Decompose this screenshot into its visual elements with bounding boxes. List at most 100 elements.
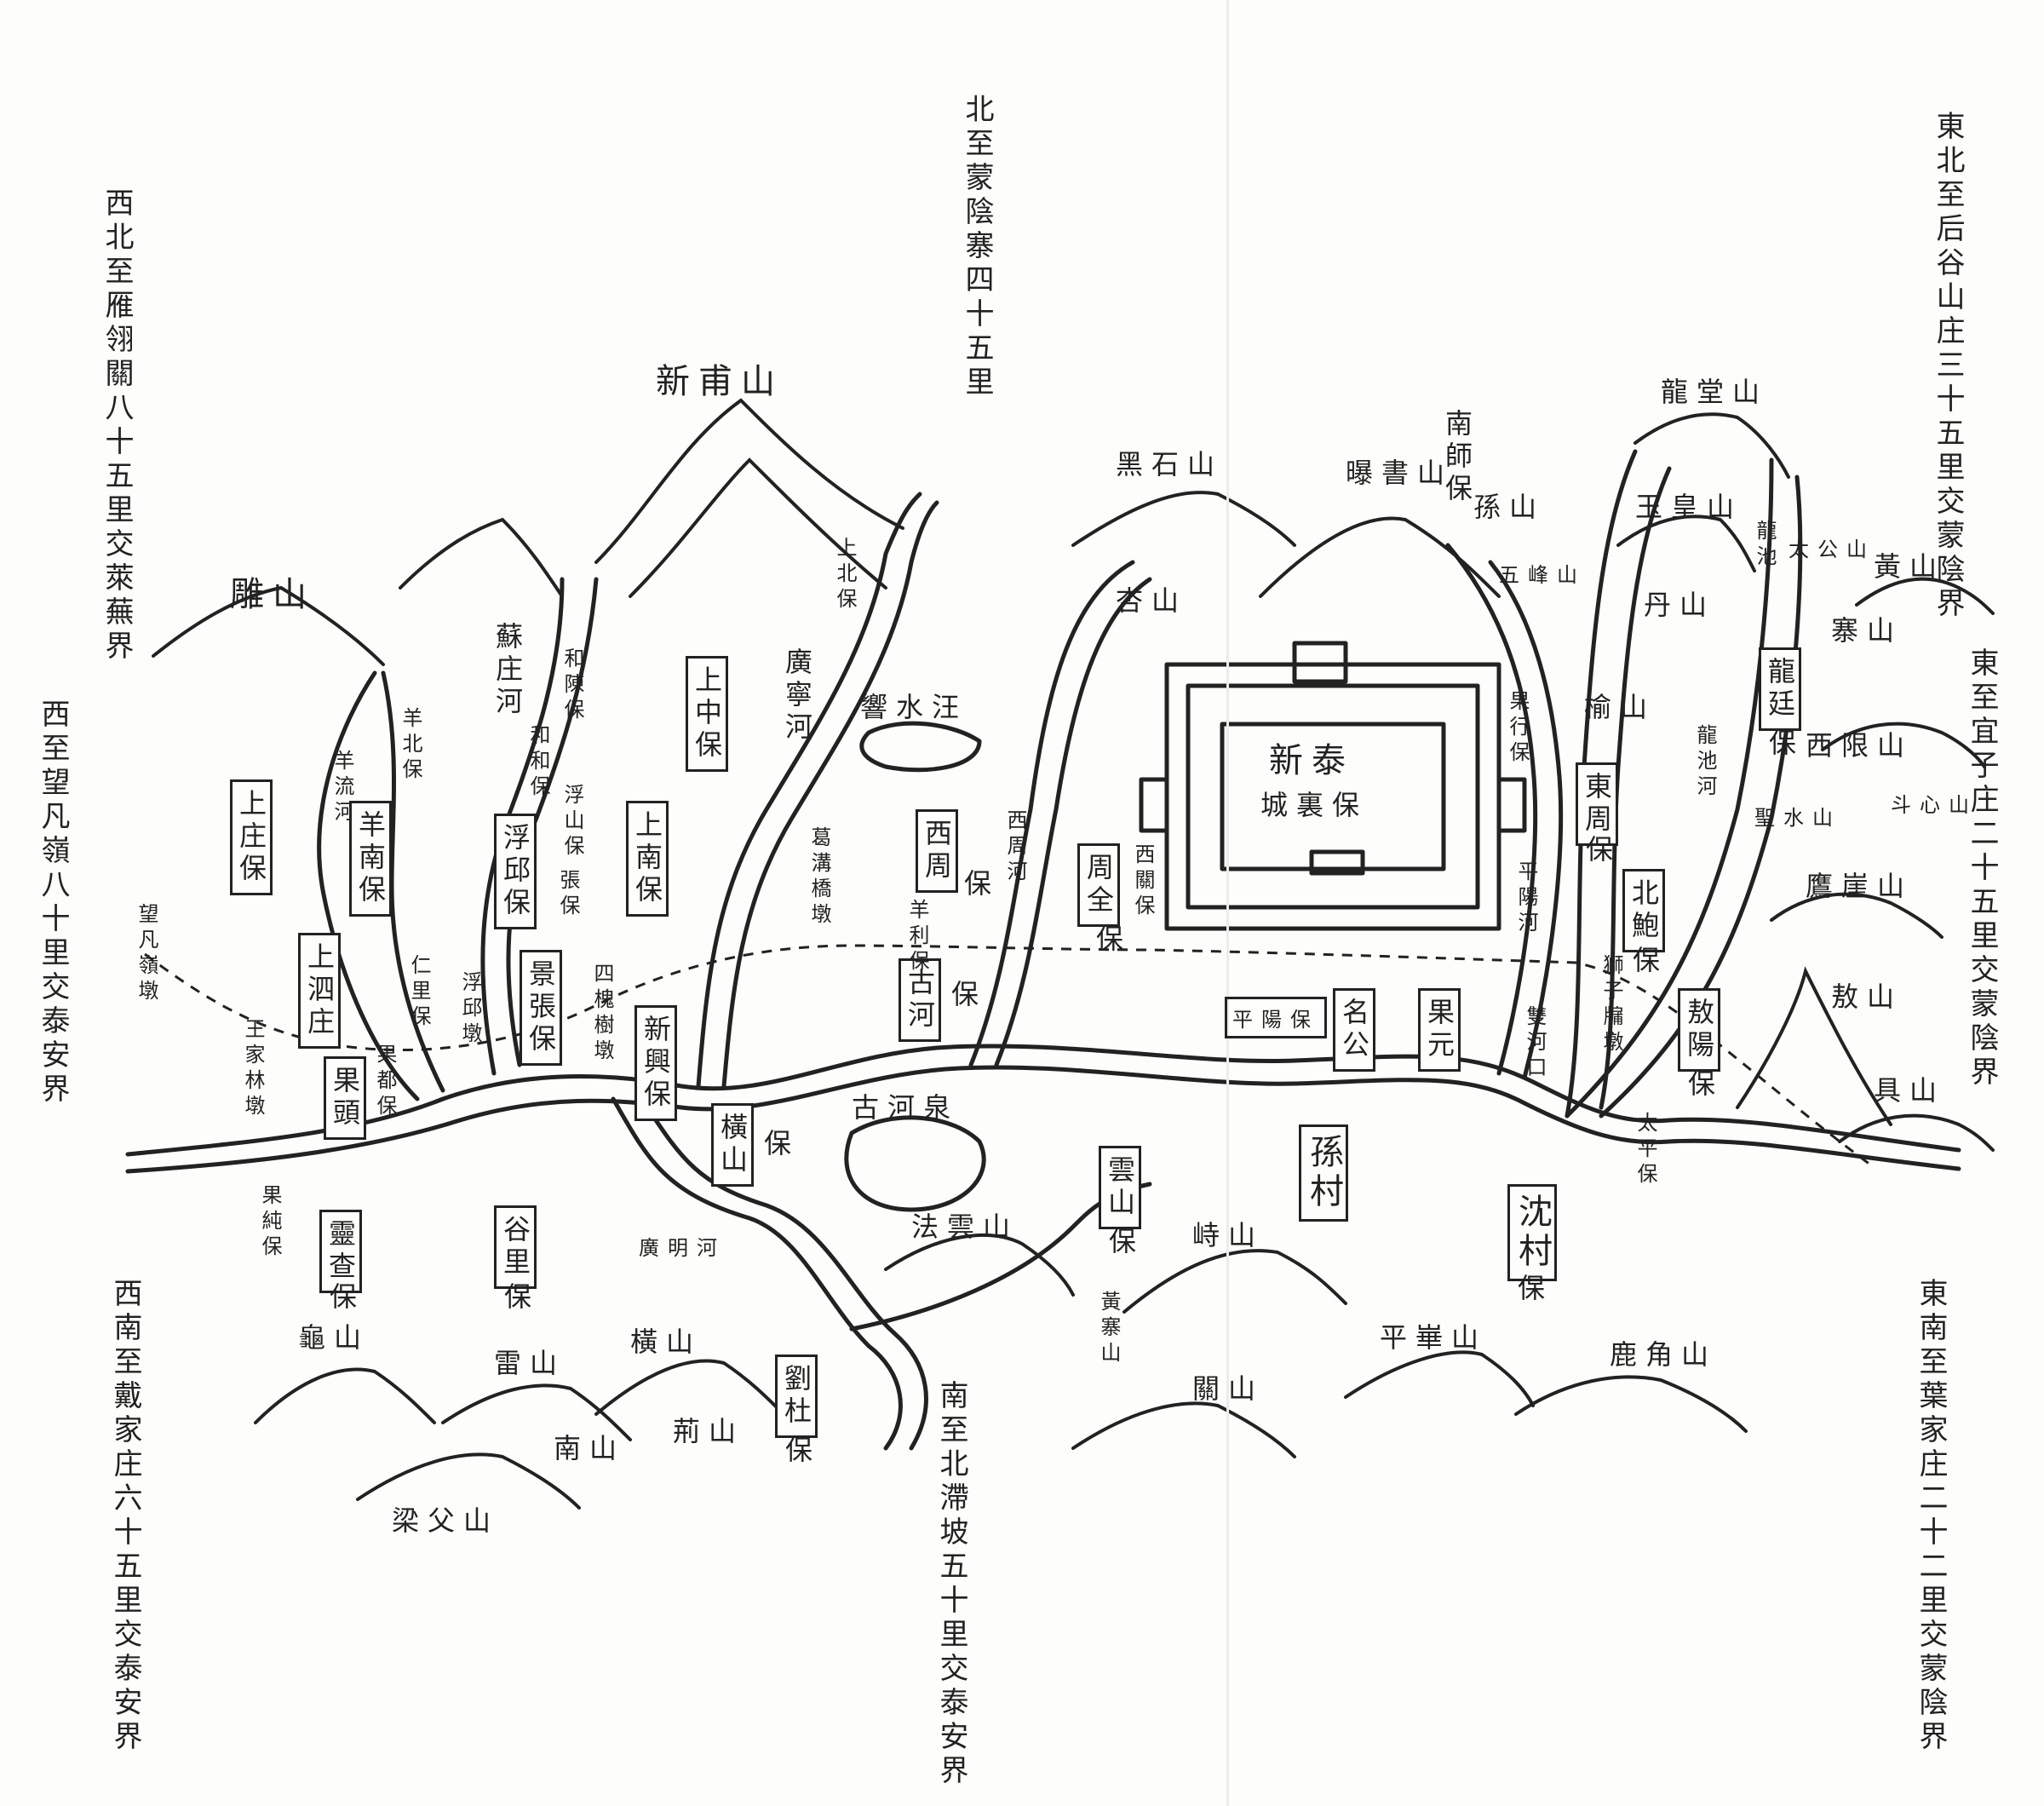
village-hechen: 和陳保 — [560, 647, 584, 724]
west-tributary-b — [381, 670, 445, 1093]
mountain-longtang: 龍堂山 — [1661, 376, 1769, 408]
village-guli-bao: 保 — [500, 1282, 532, 1314]
mountain-shi: 峙山 — [1192, 1219, 1265, 1251]
village-minggong: 名公 — [1333, 988, 1375, 1072]
river-xizhou: 西周河 — [1003, 809, 1027, 886]
river-longchi: 龍池 — [1753, 520, 1777, 571]
xizhou-river-a — [968, 560, 1135, 1067]
village-shangzhong: 上中保 — [686, 656, 728, 772]
south-river-bank-b — [645, 1105, 928, 1451]
village-beibao-bao: 保 — [1628, 946, 1661, 978]
ridge-lujiao — [1514, 1375, 1748, 1433]
river-guhe-quan: 古河泉 — [852, 1091, 960, 1124]
mountain-jing: 荊山 — [673, 1415, 745, 1447]
ridge-heng-s — [594, 1359, 785, 1416]
village-xizhou: 西周 — [916, 809, 958, 893]
mountain-nan: 南山 — [554, 1432, 626, 1464]
southeast-direction-note: 東南至葉家庄二十二里交蒙陰界 — [1914, 1278, 1948, 1755]
mountain-yingya: 鷹崖山 — [1806, 870, 1914, 902]
village-taiping: 太平保 — [1633, 1112, 1657, 1188]
ridge-fayun — [884, 1234, 1075, 1297]
mountain-xinfu: 新甫山 — [656, 362, 784, 401]
village-shangzhuang: 上庄保 — [230, 779, 273, 895]
village-yangnan: 羊南保 — [349, 801, 392, 917]
mountain-diao: 雕山 — [230, 575, 315, 614]
village-yangli: 羊利保 — [905, 899, 929, 975]
village-shangsizhuang: 上泗庄 — [298, 933, 341, 1049]
ridge-liangfu — [356, 1452, 581, 1510]
mountain-heishi: 黑石山 — [1116, 448, 1224, 480]
longchi-east-a — [1565, 457, 1774, 1119]
village-yunshan: 雲山 — [1099, 1146, 1141, 1229]
mountain-huangcai: 黃寨山 — [1097, 1291, 1121, 1367]
northwest-direction-note: 西北至雁翎關八十五里交萊蕪界 — [100, 187, 134, 664]
village-shencun-bao: 保 — [1513, 1274, 1546, 1306]
village-fuqiu: 浮邱保 — [494, 814, 537, 929]
post-sihuaishu: 四槐樹墩 — [590, 963, 614, 1065]
ridge-xixian — [1821, 722, 1986, 768]
ridge-shi — [1122, 1249, 1347, 1314]
village-xinxing: 新興保 — [634, 1005, 677, 1121]
village-suncun: 孫村 — [1299, 1124, 1348, 1222]
ridge-huang — [1855, 577, 1995, 615]
city-inner-wall — [1186, 683, 1480, 910]
village-longting: 龍廷 — [1759, 647, 1801, 731]
south-direction-note: 南至北滯坡五十里交泰安界 — [934, 1380, 968, 1789]
mountain-heng: 橫山 — [630, 1326, 703, 1358]
pingyang-river-b — [1488, 560, 1564, 1080]
mountain-liangfu: 梁父山 — [392, 1504, 500, 1537]
ridge-pingzhang — [1344, 1350, 1535, 1407]
city-west-gate — [1139, 777, 1169, 833]
mountain-taigong: 太公山 — [1788, 538, 1875, 561]
post-fuqiu: 浮邱墩 — [458, 971, 482, 1048]
village-yunshan-bao: 保 — [1105, 1227, 1137, 1259]
village-zhouquan-bao: 保 — [1092, 924, 1124, 957]
ridge-lei — [441, 1383, 632, 1441]
river-guangning: 廣寧河 — [781, 647, 813, 745]
village-longting-bao: 保 — [1765, 728, 1797, 761]
ridge-ju — [1838, 1113, 1995, 1152]
village-liudu: 劉杜 — [775, 1354, 818, 1438]
village-guochun: 果純保 — [258, 1184, 282, 1261]
village-fu: 浮山保 — [560, 784, 584, 860]
village-guhe-bao: 保 — [947, 980, 979, 1012]
ridge-diao — [152, 585, 385, 666]
mountain-ju: 具山 — [1874, 1074, 1946, 1107]
longchi-east-b — [1599, 475, 1803, 1119]
south-river-bank-a — [611, 1096, 903, 1451]
city-subtitle: 城裏保 — [1260, 789, 1369, 821]
village-yangbei: 羊北保 — [399, 707, 422, 784]
river-pingyang: 平陽河 — [1514, 860, 1538, 937]
ridge-xinfu — [594, 398, 904, 564]
mountain-pingzhang: 平崋山 — [1380, 1321, 1488, 1354]
river-longchi-he: 龍池河 — [1693, 724, 1717, 801]
mountain-ao: 敖山 — [1831, 981, 1903, 1013]
west-direction-note: 西至望凡嶺八十里交泰安界 — [36, 699, 70, 1107]
ridge-gui — [254, 1367, 436, 1424]
ridge-yuhuang — [1616, 515, 1756, 572]
village-shangnan: 上南保 — [626, 801, 669, 917]
mountain-yuhuang: 玉皇山 — [1635, 491, 1743, 523]
village-shangbei: 上北保 — [833, 537, 857, 613]
mountain-wufeng: 五峰山 — [1499, 563, 1586, 587]
city-north-gate — [1292, 641, 1348, 684]
main-river-north-bank — [125, 1044, 1961, 1157]
village-xiguan: 西關保 — [1131, 843, 1155, 920]
mountain-dan: 丹山 — [1644, 589, 1716, 621]
village-guohang: 果行保 — [1506, 690, 1530, 767]
village-beibao: 北鮑 — [1622, 869, 1665, 952]
village-shencun: 沈村 — [1507, 1184, 1557, 1281]
ridge-longtang — [1633, 412, 1790, 479]
ridge-ao — [1736, 966, 1892, 1126]
river-shuanghe: 雙河口 — [1523, 1005, 1547, 1082]
mountain-lei: 雷山 — [494, 1347, 566, 1379]
village-nanshi: 南師保 — [1441, 409, 1473, 506]
post-shizi: 獅子牖墩 — [1599, 954, 1623, 1056]
village-hengshan: 橫山 — [711, 1103, 754, 1187]
village-lingcha: 靈查 — [319, 1210, 362, 1293]
post-wangjialin: 王家林墩 — [241, 1018, 265, 1120]
village-zhang: 張保 — [556, 869, 580, 920]
village-guoyuan: 果元 — [1418, 988, 1461, 1072]
mountain-gui: 龜山 — [298, 1321, 370, 1354]
